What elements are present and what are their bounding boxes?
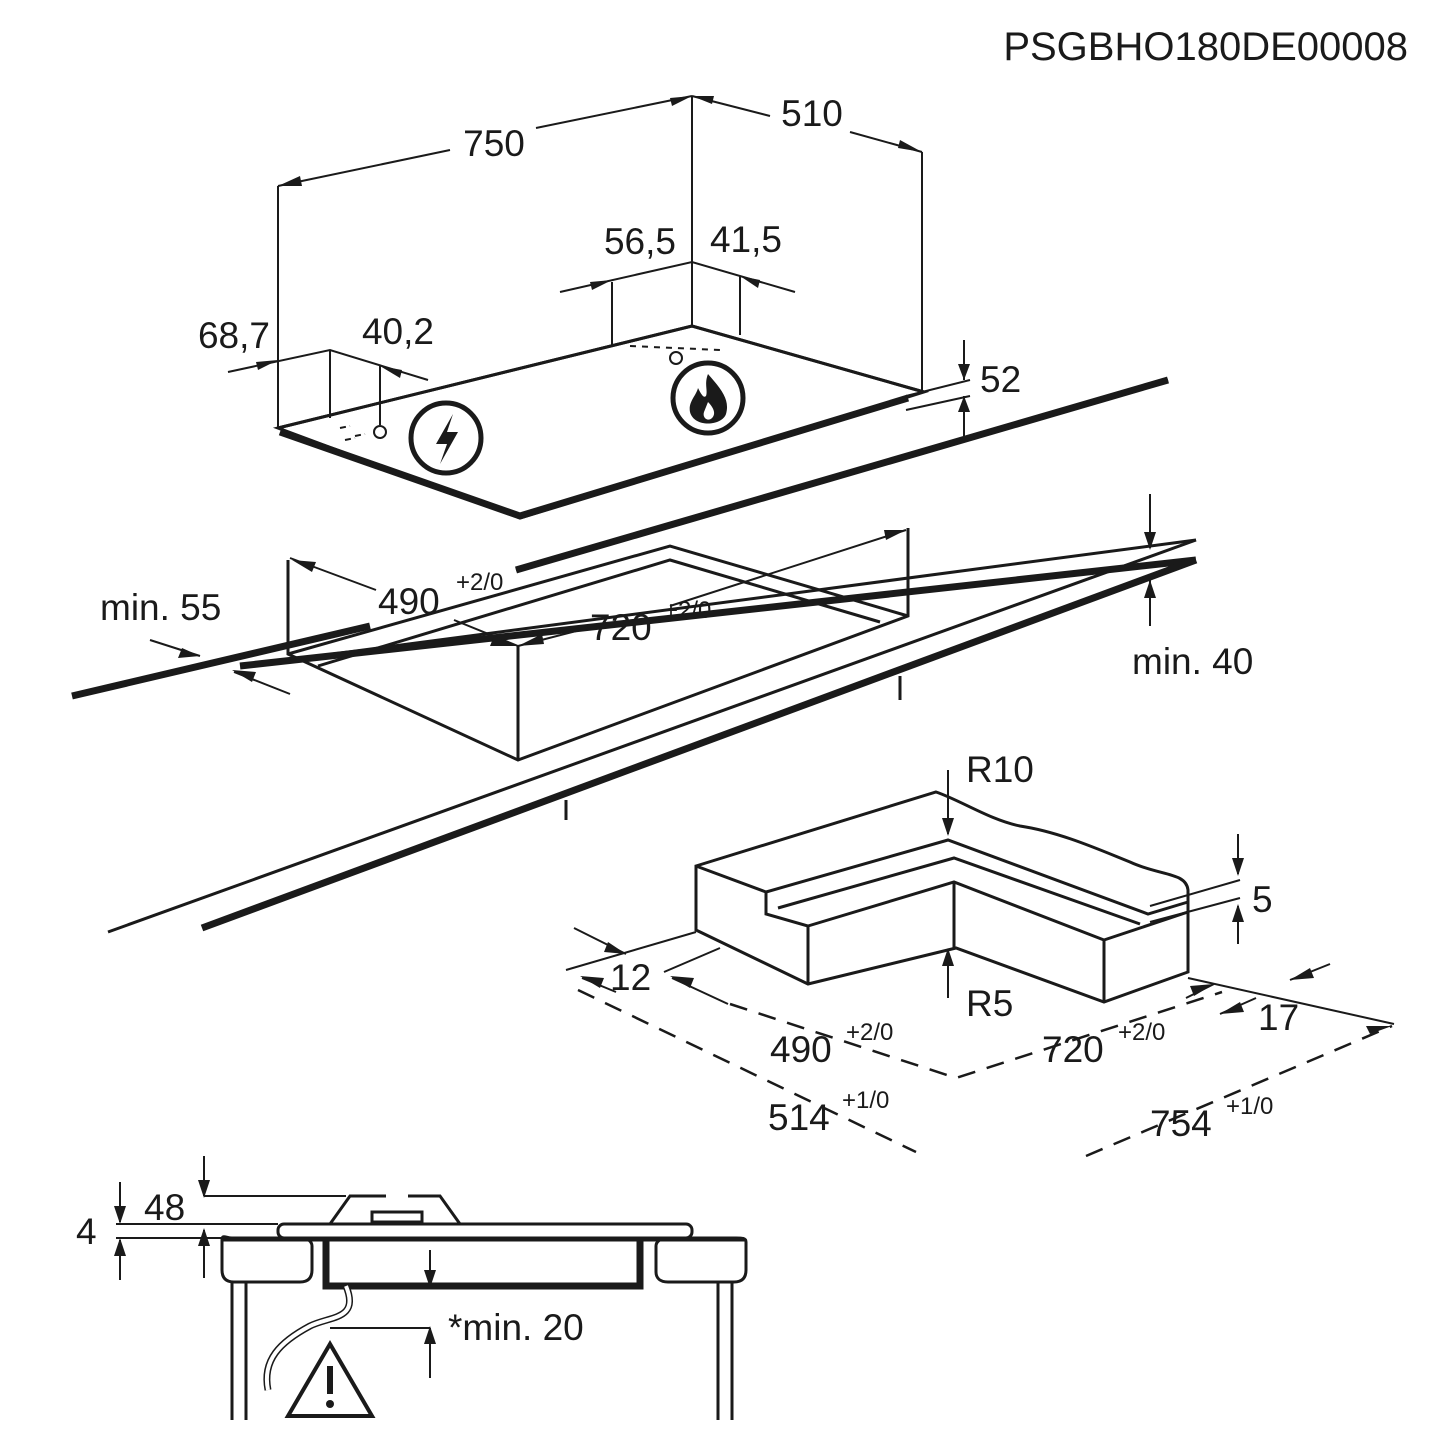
section-height: 48 xyxy=(144,1187,185,1228)
frame-inner-width-tolerance: +2/0 xyxy=(1118,1019,1165,1046)
dim-height-52: 52 xyxy=(980,359,1021,400)
frame-inner-depth-label: 490 +2/0 xyxy=(770,1019,893,1070)
dim-depth-510: 510 xyxy=(781,93,843,134)
frame-outer-width-label: 754 +1/0 xyxy=(1150,1093,1273,1144)
cutout-min-front: min. 55 xyxy=(100,587,221,628)
frame-outer-width-tolerance: +1/0 xyxy=(1226,1093,1273,1120)
warning-icon xyxy=(284,1340,376,1418)
section-view xyxy=(114,1156,748,1420)
document-code: PSGBHO180DE00008 xyxy=(1003,25,1408,69)
frame-outer-width: 754 xyxy=(1150,1103,1212,1144)
frame-radius-outer: R10 xyxy=(966,749,1034,790)
section-clearance: *min. 20 xyxy=(448,1307,584,1348)
frame-inner-width-label: 720 +2/0 xyxy=(1042,1019,1165,1070)
frame-detail xyxy=(565,770,1395,1158)
dim-gas-left: 56,5 xyxy=(604,221,676,262)
dim-elec-left: 68,7 xyxy=(198,315,270,356)
cutout xyxy=(149,494,1156,762)
section-glass: 4 xyxy=(76,1211,97,1252)
dim-gas-right: 41,5 xyxy=(710,219,782,260)
frame-outer-depth-tolerance: +1/0 xyxy=(842,1087,889,1114)
cutout-width: 720 xyxy=(590,607,652,648)
frame-inner-depth-tolerance: +2/0 xyxy=(846,1019,893,1046)
countertop xyxy=(71,376,1198,934)
frame-inner-depth: 490 xyxy=(770,1029,832,1070)
cutout-label-720: 720 +2/0 xyxy=(590,597,711,648)
frame-thickness: 5 xyxy=(1252,879,1273,920)
frame-outer-depth-label: 514 +1/0 xyxy=(768,1087,889,1138)
frame-side-left: 12 xyxy=(610,957,651,998)
flame-icon xyxy=(670,360,746,436)
hob-top-view xyxy=(227,95,971,520)
dim-width-750: 750 xyxy=(463,123,525,164)
lightning-icon xyxy=(408,400,484,476)
frame-side-right: 17 xyxy=(1258,997,1299,1038)
dim-elec-right: 40,2 xyxy=(362,311,434,352)
frame-outer-depth: 514 xyxy=(768,1097,830,1138)
cutout-min-thickness: min. 40 xyxy=(1132,641,1253,682)
cutout-label-490: 490 +2/0 xyxy=(378,569,503,622)
cutout-depth-tolerance: +2/0 xyxy=(456,569,503,596)
cutout-depth: 490 xyxy=(378,581,440,622)
cutout-width-tolerance: +2/0 xyxy=(664,597,711,624)
frame-inner-width: 720 xyxy=(1042,1029,1104,1070)
frame-radius-inner: R5 xyxy=(966,983,1013,1024)
